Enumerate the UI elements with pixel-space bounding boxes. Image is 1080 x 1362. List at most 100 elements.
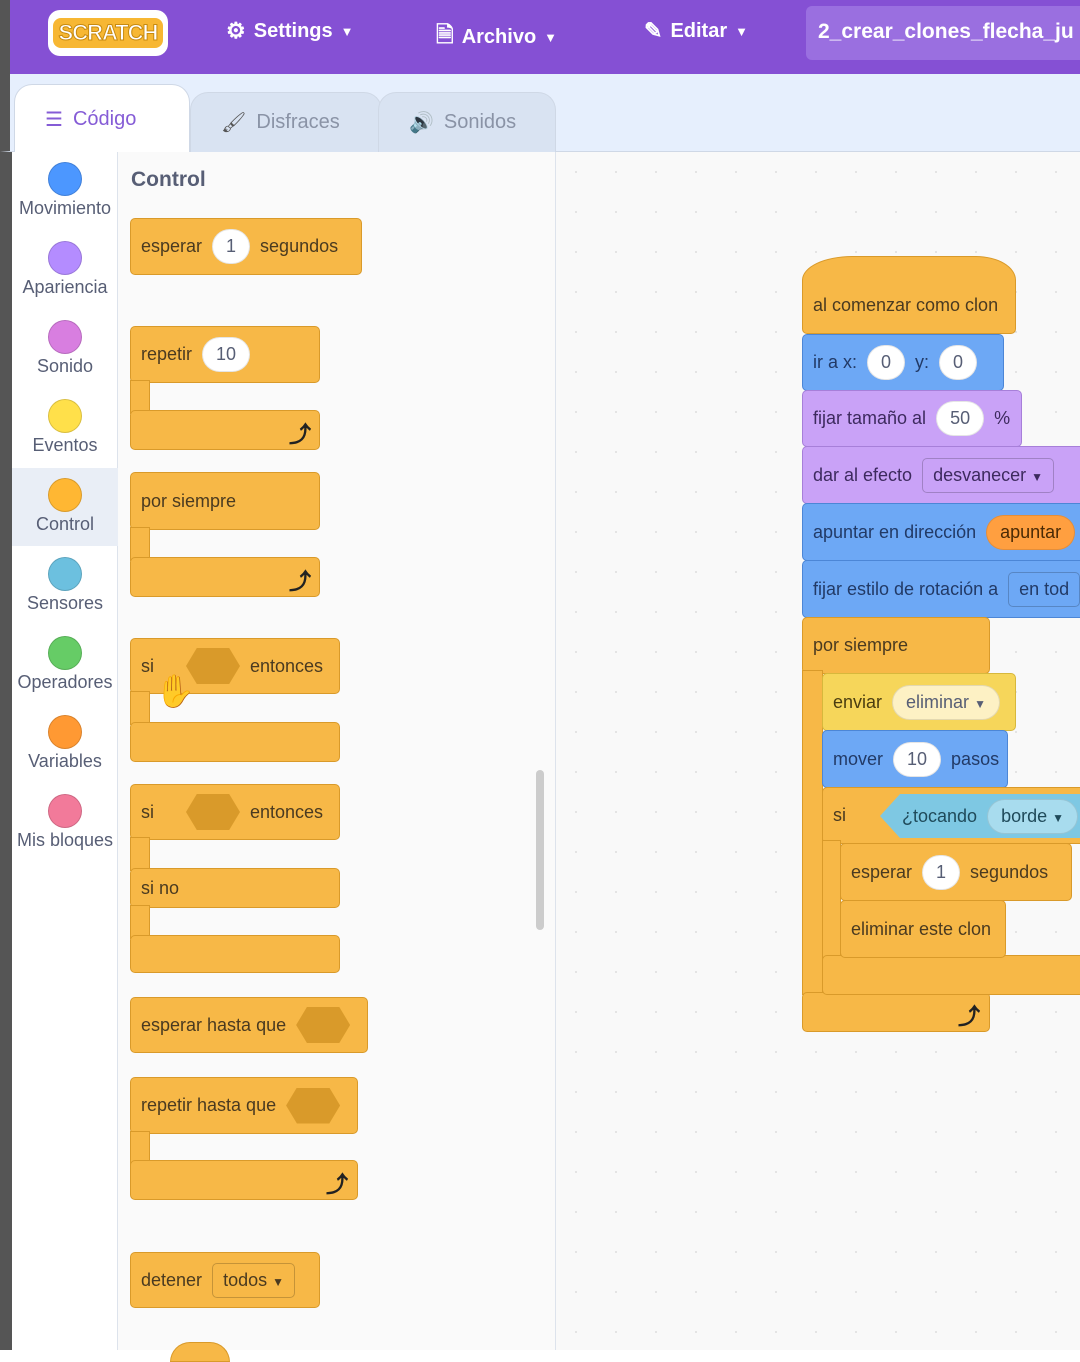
category-variables[interactable]: Variables	[12, 705, 118, 783]
caret-down-icon: ▼	[340, 23, 354, 39]
reporter-apuntar[interactable]: apuntar	[986, 514, 1076, 550]
pencil-icon: ✎	[644, 18, 663, 43]
speaker-icon: 🔊	[409, 112, 434, 134]
c-block-bottom: ⤴	[130, 1160, 358, 1200]
tab-code[interactable]: ☰Código	[14, 84, 190, 153]
caret-down-icon: ▼	[1031, 469, 1044, 484]
loop-arrow-icon: ⤴	[326, 1172, 349, 1197]
scratch-logo[interactable]: SCRATCH	[48, 10, 168, 56]
loop-arrow-icon: ⤴	[289, 569, 312, 594]
category-events[interactable]: Eventos	[12, 389, 118, 467]
block-delete-clone[interactable]: eliminar este clon	[840, 900, 1006, 958]
category-dot-icon	[48, 636, 82, 670]
c-block-arm	[130, 905, 150, 939]
x-input[interactable]: 0	[867, 345, 906, 380]
category-dot-icon	[48, 162, 82, 196]
tab-costumes[interactable]: 🖌Disfraces	[190, 92, 382, 152]
category-dot-icon	[48, 557, 82, 591]
settings-menu[interactable]: ⚙Settings▼	[226, 18, 354, 43]
category-dot-icon	[48, 478, 82, 512]
effect-dropdown[interactable]: desvanecer ▼	[922, 457, 1055, 493]
window-edge	[0, 152, 12, 1350]
boolean-slot[interactable]	[186, 648, 240, 684]
c-block-bottom	[822, 955, 1080, 995]
c-block-bottom: ⤴	[130, 410, 320, 450]
else-section: si no	[130, 868, 340, 908]
project-title-input[interactable]: 2_crear_clones_flecha_ju	[806, 6, 1080, 60]
block-forever[interactable]: por siempre	[802, 617, 990, 674]
category-motion[interactable]: Movimiento	[12, 152, 118, 230]
loop-arrow-icon: ⤴	[289, 422, 312, 447]
c-block-arm	[822, 840, 841, 958]
palette-scrollbar[interactable]	[536, 770, 544, 930]
category-dot-icon	[48, 241, 82, 275]
category-dot-icon	[48, 794, 82, 828]
file-menu[interactable]: 🗎Archivo▼	[436, 18, 557, 56]
y-input[interactable]: 0	[939, 345, 978, 380]
wait-input[interactable]: 1	[212, 229, 251, 264]
c-block-bottom	[130, 722, 340, 762]
boolean-slot[interactable]	[186, 794, 240, 830]
gear-icon: ⚙	[226, 18, 246, 43]
c-block-arm	[130, 691, 150, 725]
block-wait-until[interactable]: esperar hasta que	[130, 997, 368, 1053]
c-block-bottom: ⤴	[802, 992, 990, 1032]
category-looks[interactable]: Apariencia	[12, 231, 118, 309]
block-forever[interactable]: por siempre	[130, 472, 320, 530]
category-sensing[interactable]: Sensores	[12, 547, 118, 625]
file-icon: 🗎	[436, 22, 454, 47]
category-dot-icon	[48, 399, 82, 433]
caret-down-icon: ▼	[1052, 810, 1065, 825]
wait-input[interactable]: 1	[922, 854, 961, 890]
code-icon: ☰	[45, 108, 63, 131]
c-block-arm	[802, 670, 823, 995]
brush-icon: 🖌	[221, 112, 247, 134]
caret-down-icon: ▼	[272, 1274, 285, 1289]
block-partial	[170, 1342, 230, 1362]
rotation-dropdown[interactable]: en tod	[1008, 571, 1080, 607]
boolean-slot[interactable]	[286, 1087, 341, 1124]
tab-sounds[interactable]: 🔊Sonidos	[378, 92, 556, 152]
repeat-input[interactable]: 10	[202, 337, 251, 372]
c-block-bottom	[130, 935, 340, 973]
block-repeat-until[interactable]: repetir hasta que	[130, 1077, 358, 1134]
loop-arrow-icon: ⤴	[958, 1004, 981, 1029]
touching-dropdown[interactable]: borde ▼	[987, 798, 1079, 834]
editor-tabs: ☰Código 🖌Disfraces 🔊Sonidos	[0, 74, 1080, 153]
category-operators[interactable]: Operadores	[12, 626, 118, 704]
category-sound[interactable]: Sonido	[12, 310, 118, 388]
hand-cursor-icon: ✋	[155, 673, 195, 709]
edit-menu[interactable]: ✎Editar▼	[644, 18, 748, 43]
caret-down-icon: ▼	[544, 29, 558, 45]
c-block-arm	[130, 380, 150, 414]
boolean-slot[interactable]	[296, 1007, 351, 1043]
size-input[interactable]: 50	[936, 401, 985, 436]
c-block-bottom: ⤴	[130, 557, 320, 597]
menu-bar: SCRATCH ⚙Settings▼ 🗎Archivo▼ ✎Editar▼ 2_…	[0, 0, 1080, 74]
c-block-arm	[130, 527, 150, 561]
category-my-blocks[interactable]: Mis bloques	[12, 784, 118, 862]
c-block-arm	[130, 837, 150, 871]
steps-input[interactable]: 10	[893, 741, 942, 777]
stop-dropdown[interactable]: todos ▼	[212, 1262, 296, 1298]
category-menu: Movimiento Apariencia Sonido Eventos Con…	[12, 152, 118, 1350]
category-dot-icon	[48, 320, 82, 354]
broadcast-dropdown[interactable]: eliminar ▼	[892, 684, 1000, 720]
caret-down-icon: ▼	[974, 696, 986, 711]
category-control[interactable]: Control	[12, 468, 118, 546]
hat-block-when-clone[interactable]: al comenzar como clon	[802, 256, 1016, 334]
